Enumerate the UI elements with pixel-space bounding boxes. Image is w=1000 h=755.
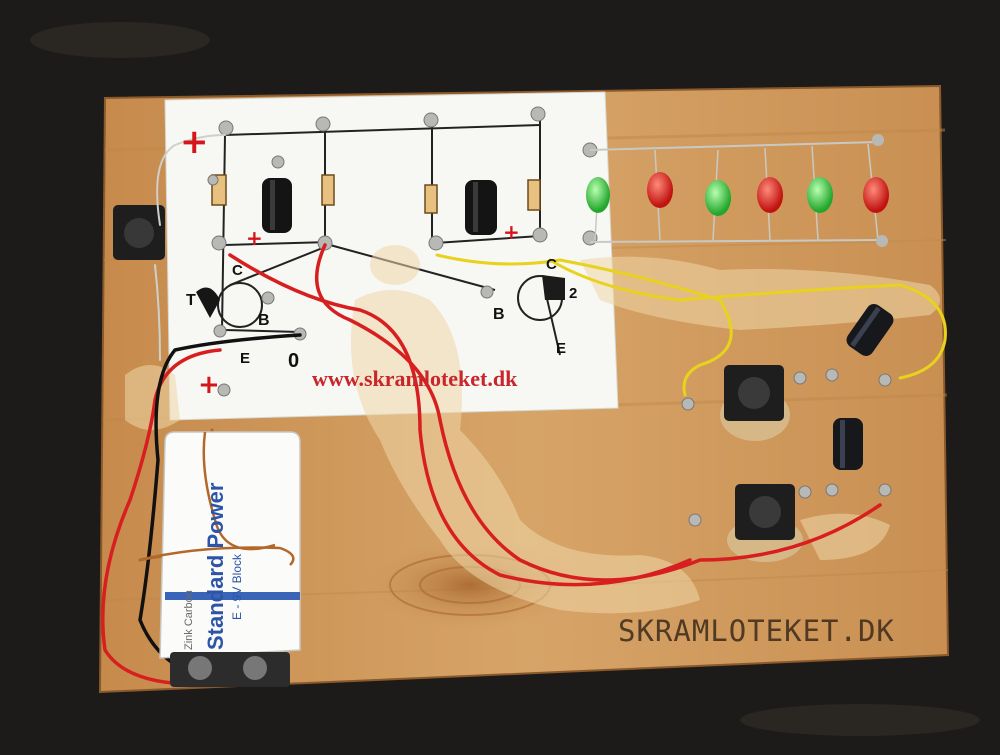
transistor-t1	[196, 282, 263, 328]
led-green-1	[586, 177, 610, 213]
zero-mark: 0	[288, 350, 300, 372]
led-red-3	[863, 177, 889, 213]
led-red-1	[647, 172, 673, 208]
led-green-3	[807, 177, 833, 213]
emitter-mark-right: E	[556, 340, 567, 357]
push-button-bottom	[727, 484, 803, 562]
push-button-left	[113, 205, 165, 260]
capacitor-c4	[833, 418, 863, 470]
url-label: www.skramloteket.dk	[312, 366, 518, 391]
battery-brand: Standard Power	[203, 482, 228, 650]
capacitor-c3	[846, 304, 894, 356]
base-mark-right: B	[493, 306, 505, 323]
plus-mark-top-left: +	[180, 122, 209, 162]
resistor-r4	[527, 179, 541, 211]
brand-label: SKRAMLOTEKET.DK	[618, 614, 895, 648]
plus-mark-c1: +	[246, 226, 263, 250]
battery-prefix: Zink Carbon	[183, 590, 195, 650]
push-button-middle	[720, 365, 790, 441]
plus-mark-c2: +	[503, 220, 520, 244]
battery-type: E - 9V Block	[230, 553, 244, 620]
battery-9v	[139, 431, 301, 687]
led-green-2	[705, 180, 731, 216]
table-scuff	[30, 22, 210, 58]
battery-label: Standard Power E - 9V Block Zink Carbon	[183, 365, 385, 650]
wires	[101, 134, 947, 686]
two-mark: 2	[569, 285, 578, 302]
base-mark-left: B	[258, 312, 270, 329]
table-scuff	[740, 704, 980, 736]
transistor-t2	[517, 275, 565, 321]
collector-mark-left: C	[232, 262, 243, 279]
resistor-r2	[321, 174, 335, 206]
resistor-r3	[424, 184, 438, 214]
led-array	[586, 134, 889, 247]
plus-mark-battery: +	[198, 370, 220, 400]
collector-mark-right: C	[546, 256, 557, 273]
capacitor-c1	[262, 178, 292, 233]
transistor-mark: T	[186, 292, 196, 309]
led-red-2	[757, 177, 783, 213]
capacitor-c2	[465, 180, 497, 235]
emitter-mark-left: E	[240, 350, 251, 367]
